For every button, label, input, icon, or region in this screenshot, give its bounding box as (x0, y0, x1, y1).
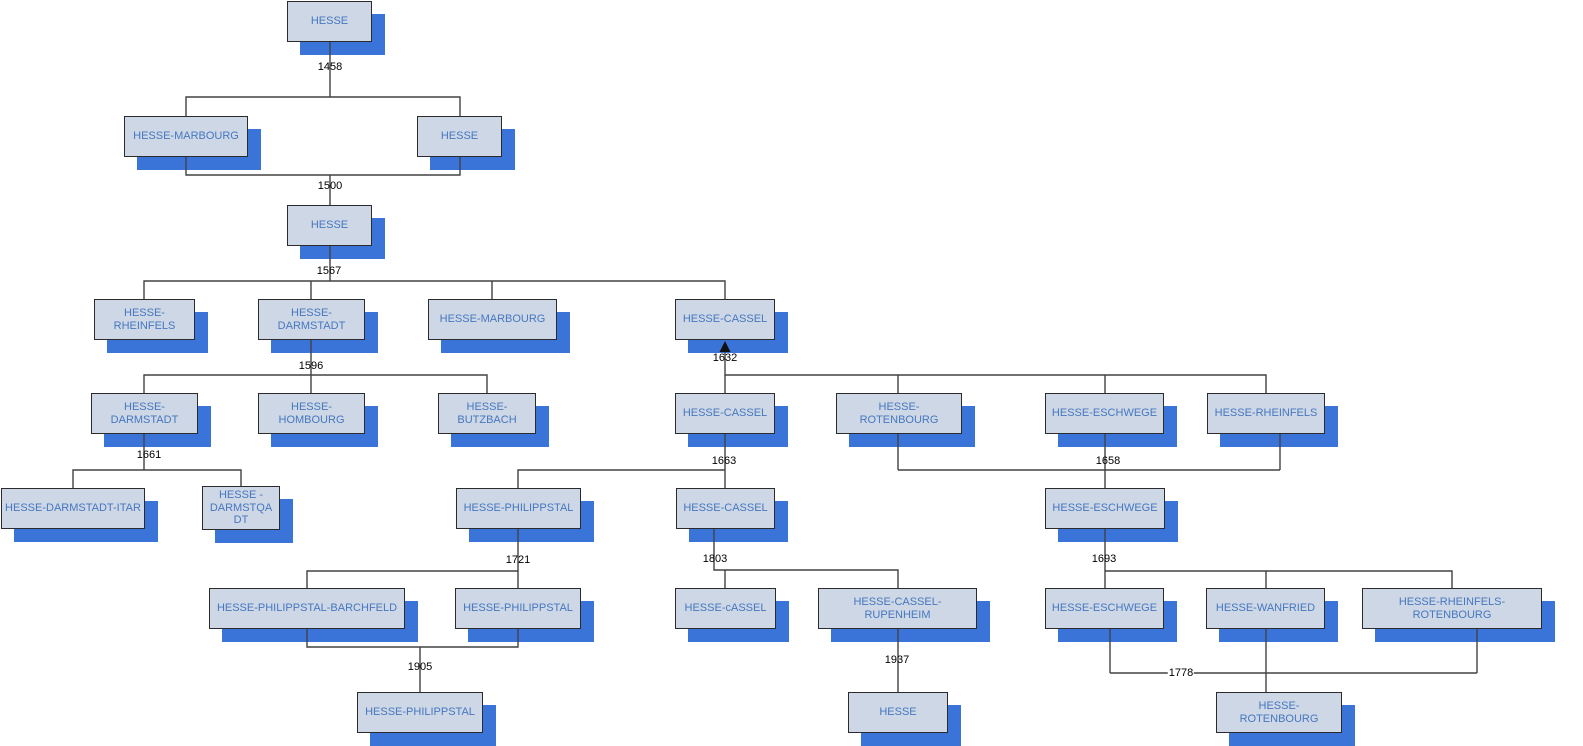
connector-line (143, 280, 726, 299)
tree-node-hesse-philippstal[interactable]: HESSE-PHILIPPSTAL (456, 488, 581, 529)
tree-node-hesse-eschwege[interactable]: HESSE-ESCHWEGE (1045, 393, 1164, 434)
year-label-1632: 1632 (712, 352, 738, 364)
tree-node-hesse-rheinfels[interactable]: HESSE-RHEINFELS (1207, 393, 1325, 434)
tree-node-hesse-eschwege[interactable]: HESSE-ESCHWEGE (1045, 588, 1164, 629)
year-label-1905: 1905 (407, 661, 433, 673)
year-label-1458: 1458 (317, 61, 343, 73)
tree-node-hesse-rheinfels[interactable]: HESSE-RHEINFELS (94, 299, 195, 340)
year-label-1693: 1693 (1091, 553, 1117, 565)
year-label-1663: 1663 (711, 455, 737, 467)
connector-line (185, 157, 461, 176)
tree-node-hesse-wanfried[interactable]: HESSE-WANFRIED (1206, 588, 1325, 629)
tree-node-hesse-cassel-rupenheim[interactable]: HESSE-CASSEL-RUPENHEIM (818, 588, 977, 629)
tree-node-hesse[interactable]: HESSE (417, 116, 502, 157)
tree-node-hesse-rotenbourg[interactable]: HESSE-ROTENBOURG (1216, 692, 1342, 733)
connector-line (306, 570, 518, 588)
tree-node-hesse-cassel[interactable]: HESSE-CASSEL (675, 299, 775, 340)
tree-node-hesse-philippstal[interactable]: HESSE-PHILIPPSTAL (455, 588, 581, 629)
tree-node-hesse-philippstal-barchfeld[interactable]: HESSE-PHILIPPSTAL-BARCHFELD (209, 588, 405, 629)
connector-line (1105, 570, 1453, 588)
connector-line (185, 96, 461, 116)
tree-node-hesse-cassel[interactable]: HESSE-CASSEL (675, 393, 775, 434)
tree-node-hesse-cassel[interactable]: HESSE-cASSEL (675, 588, 776, 629)
tree-node-hesse[interactable]: HESSE (848, 692, 948, 733)
year-label-1803: 1803 (702, 553, 728, 565)
year-label-1937: 1937 (884, 654, 910, 666)
year-label-1721: 1721 (505, 554, 531, 566)
arrow-up-icon (719, 341, 731, 352)
connector-line (713, 529, 899, 588)
tree-node-hesse-darmstadt[interactable]: HESSE-DARMSTADT (91, 393, 198, 434)
tree-node-hesse[interactable]: HESSE (287, 205, 372, 246)
year-label-1658: 1658 (1095, 455, 1121, 467)
year-label-1778: 1778 (1167, 667, 1195, 679)
tree-node-hesse-rheinfels-rotenbourg[interactable]: HESSE-RHEINFELS-ROTENBOURG (1362, 588, 1542, 629)
tree-node-hesse-cassel[interactable]: HESSE-CASSEL (676, 488, 775, 529)
connector-line (143, 374, 488, 393)
tree-node-hesse-marbourg[interactable]: HESSE-MARBOURG (428, 299, 557, 340)
year-label-1567: 1567 (316, 265, 342, 277)
tree-node-hesse-darmstqadt[interactable]: HESSE - DARMSTQADT (202, 486, 280, 530)
year-label-1500: 1500 (317, 180, 343, 192)
tree-node-hesse-philippstal[interactable]: HESSE-PHILIPPSTAL (357, 692, 483, 733)
tree-node-hesse-darmstadt-itar[interactable]: HESSE-DARMSTADT-ITAR (1, 488, 145, 529)
year-label-1661: 1661 (136, 449, 162, 461)
tree-node-hesse[interactable]: HESSE (287, 1, 372, 42)
tree-node-hesse-rotenbourg[interactable]: HESSE-ROTENBOURG (836, 393, 962, 434)
tree-node-hesse-darmstadt[interactable]: HESSE-DARMSTADT (258, 299, 365, 340)
tree-node-hesse-butzbach[interactable]: HESSE-BUTZBACH (438, 393, 536, 434)
tree-node-hesse-eschwege[interactable]: HESSE-ESCHWEGE (1045, 488, 1165, 529)
connector-line (517, 469, 725, 488)
tree-node-hesse-hombourg[interactable]: HESSE-HOMBOURG (258, 393, 365, 434)
year-label-1596: 1596 (298, 360, 324, 372)
connector-line (724, 352, 1267, 393)
tree-node-hesse-marbourg[interactable]: HESSE-MARBOURG (124, 116, 248, 157)
connector-line (306, 629, 519, 648)
